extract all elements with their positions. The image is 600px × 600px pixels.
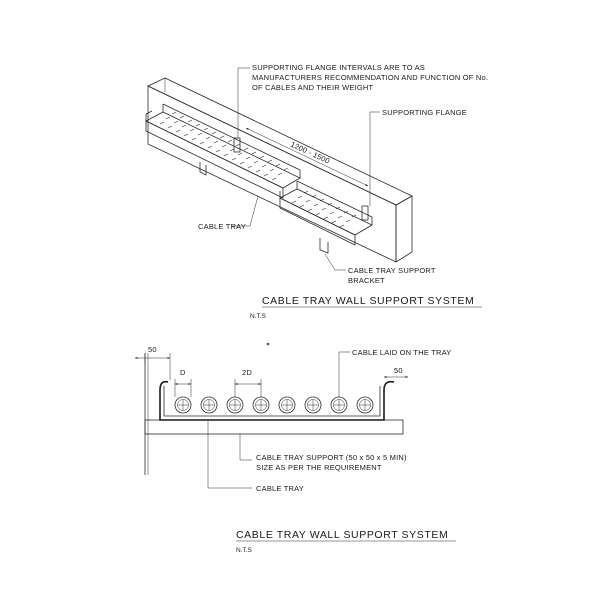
tray-support-angle [144, 419, 404, 435]
label-supporting-flange: SUPPORTING FLANGE [382, 108, 467, 117]
title-section: CABLE TRAY WALL SUPPORT SYSTEM [236, 529, 448, 541]
label-cable-tray-top: CABLE TRAY [198, 222, 246, 231]
stray-dot [266, 342, 270, 346]
label-cable-tray-section: CABLE TRAY [256, 484, 304, 493]
note-flange-line-3: OF CABLES AND THEIR WEIGHT [252, 83, 374, 92]
leader-cable-tray-section [207, 420, 252, 489]
tray-perforations [291, 190, 357, 228]
supporting-flange-lower [361, 205, 369, 221]
leader-cable-laid [338, 351, 350, 397]
leader-supporting-flange [369, 111, 380, 206]
tray-support-bracket [319, 238, 329, 254]
cable-3 [226, 396, 244, 414]
note-flange-line-1: SUPPORTING FLANGE INTERVALS ARE TO AS [252, 63, 425, 72]
label-bracket-line-1: CABLE TRAY SUPPORT [348, 266, 436, 275]
tray-bracket-upper [199, 162, 207, 176]
dimension-50-right-label: 50 [394, 366, 403, 375]
cable-7 [330, 396, 348, 414]
cable-5 [278, 396, 296, 414]
supporting-flange-upper [233, 137, 241, 153]
isometric-view: SUPPORTING FLANGE INTERVALS ARE TO AS MA… [145, 63, 488, 320]
dimension-line-span [245, 127, 369, 187]
cable-tray-lower [279, 180, 373, 254]
dimension-2d-label: 2D [242, 368, 252, 377]
label-support-line-2: SIZE AS PER THE REQUIREMENT [256, 463, 382, 472]
section-view: 50 D 2D 50 CABLE LAID ON THE TRAY CABLE … [134, 345, 456, 554]
scale-section: N.T.S [236, 547, 253, 554]
cable-1 [174, 396, 192, 414]
cable-4 [252, 396, 270, 414]
label-cable-laid: CABLE LAID ON THE TRAY [352, 348, 451, 357]
wall [147, 77, 413, 263]
tray-channel [159, 380, 395, 421]
scale-top: N.T.S [250, 313, 267, 320]
cable-8 [356, 396, 374, 414]
leader-cable-tray [232, 195, 259, 227]
cable-2 [200, 396, 218, 414]
dimension-d-label: D [180, 368, 186, 377]
cable-6 [304, 396, 322, 414]
note-flange-line-2: MANUFACTURERS RECOMMENDATION AND FUNCTIO… [252, 73, 488, 82]
cable-tray-upper [145, 103, 301, 199]
label-support-line-1: CABLE TRAY SUPPORT (50 x 50 x 5 MIN) [256, 453, 407, 462]
label-bracket-line-2: BRACKET [348, 276, 385, 285]
leader-bracket [324, 253, 346, 271]
dimension-span-label: 1200 - 1500 [289, 140, 331, 166]
dimension-50-left-label: 50 [148, 345, 157, 354]
title-top: CABLE TRAY WALL SUPPORT SYSTEM [262, 295, 474, 307]
leader-tray-support [239, 434, 252, 461]
cables [174, 396, 374, 414]
